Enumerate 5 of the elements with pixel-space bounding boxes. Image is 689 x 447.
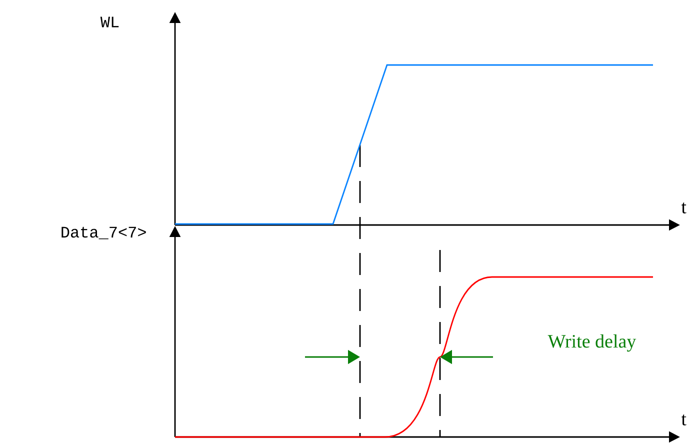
axis-label: t [681, 414, 686, 426]
signal-label: WL [100, 16, 119, 28]
annotation-text: Write delay [548, 334, 636, 352]
axis-label: t [681, 202, 686, 214]
signal-label: Data_7<7> [62, 226, 146, 240]
